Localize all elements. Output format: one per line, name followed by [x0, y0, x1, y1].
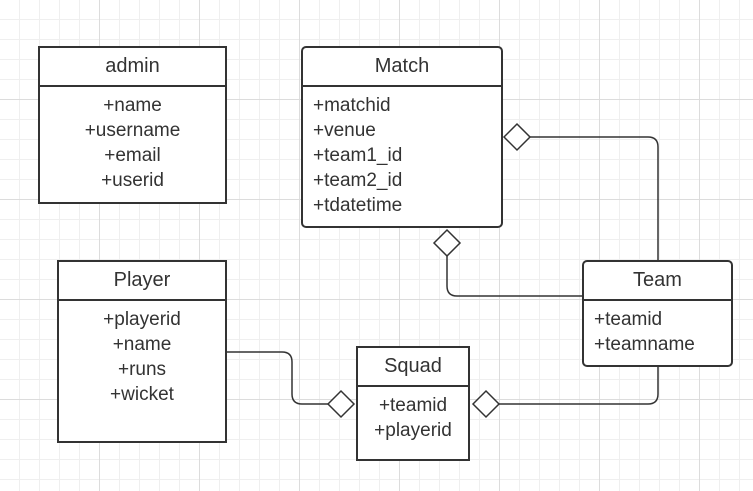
match-team-connector-bottom — [446, 256, 582, 297]
match-attribute-list: +matchid +venue +team1_id +team2_id +tda… — [303, 87, 501, 218]
squad-aggregation-diamond-right — [471, 389, 501, 419]
admin-entity[interactable]: admin +name +username +email +userid — [38, 46, 227, 204]
team-attribute-list: +teamid +teamname — [584, 301, 731, 357]
match-attribute: +team1_id — [313, 145, 403, 166]
team-entity-title: Team — [584, 262, 731, 301]
player-attribute: +name — [112, 334, 172, 355]
player-attribute: +playerid — [103, 309, 181, 330]
match-aggregation-diamond-bottom — [432, 228, 462, 258]
admin-attribute-list: +name +username +email +userid — [40, 87, 225, 193]
match-team-connector-right — [530, 136, 659, 262]
admin-attribute: +userid — [101, 170, 164, 191]
admin-attribute: +username — [84, 120, 181, 141]
team-attribute: +teamname — [594, 334, 695, 355]
player-squad-connector — [227, 351, 328, 405]
match-entity[interactable]: Match +matchid +venue +team1_id +team2_i… — [301, 46, 503, 228]
player-entity-title: Player — [59, 262, 225, 301]
squad-attribute: +teamid — [378, 395, 448, 416]
match-attribute: +venue — [313, 120, 376, 141]
player-entity[interactable]: Player +playerid +name +runs +wicket — [57, 260, 227, 443]
admin-attribute: +email — [104, 145, 161, 166]
player-attribute: +wicket — [110, 384, 174, 405]
team-attribute: +teamid — [594, 309, 663, 330]
match-aggregation-diamond-right — [502, 122, 532, 152]
player-attribute-list: +playerid +name +runs +wicket — [59, 301, 225, 407]
match-entity-title: Match — [303, 48, 501, 87]
squad-entity-title: Squad — [358, 348, 468, 387]
match-attribute: +tdatetime — [313, 195, 403, 216]
team-squad-connector — [499, 366, 659, 405]
match-attribute: +team2_id — [313, 170, 403, 191]
team-entity[interactable]: Team +teamid +teamname — [582, 260, 733, 367]
admin-attribute: +name — [103, 95, 162, 116]
admin-entity-title: admin — [40, 48, 225, 87]
match-attribute: +matchid — [313, 95, 391, 116]
squad-aggregation-diamond-left — [326, 389, 356, 419]
squad-attribute-list: +teamid +playerid — [358, 387, 468, 443]
squad-attribute: +playerid — [374, 420, 452, 441]
squad-entity[interactable]: Squad +teamid +playerid — [356, 346, 470, 461]
player-attribute: +runs — [117, 359, 167, 380]
